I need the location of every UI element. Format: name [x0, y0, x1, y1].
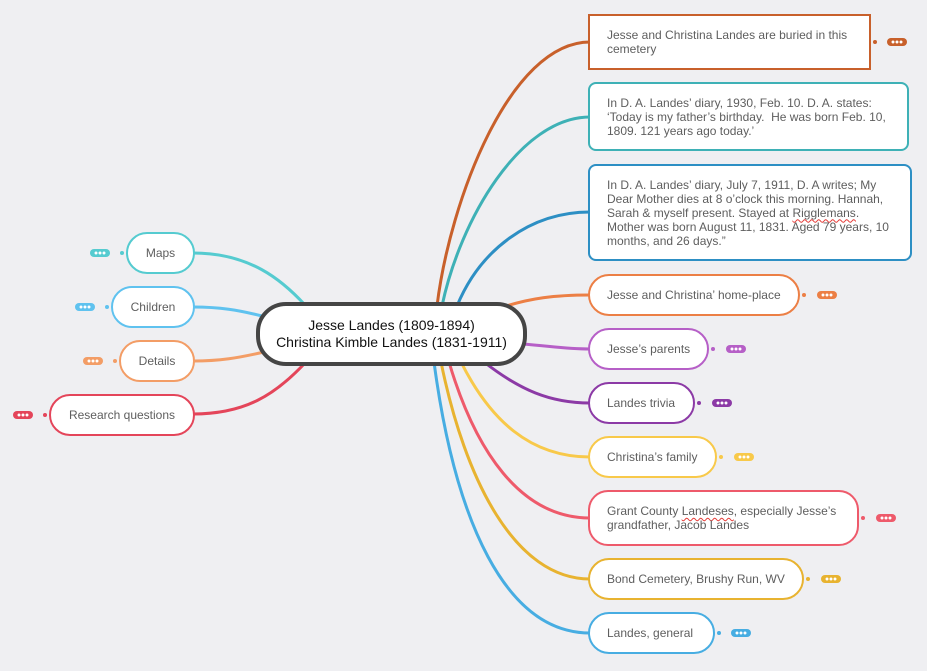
fold-indicator [861, 516, 865, 520]
more-dots-icon[interactable] [876, 514, 896, 522]
fold-indicator [802, 293, 806, 297]
fold-indicator [697, 401, 701, 405]
topic-home-place[interactable]: Jesse and Christina’ home-place [588, 274, 800, 316]
fold-indicator [105, 305, 109, 309]
topic-christinas-family[interactable]: Christina’s family [588, 436, 717, 478]
topic-landes-trivia[interactable]: Landes trivia [588, 382, 695, 424]
topic-label: In D. A. Landes’ diary, July 7, 1911, D.… [607, 178, 898, 248]
connector-details [191, 350, 266, 363]
more-dots-icon[interactable] [712, 399, 732, 407]
topic-jesses-parents[interactable]: Jesse’s parents [588, 328, 709, 370]
topic-label: Christina’s family [607, 450, 698, 464]
label-text: Grant County [607, 504, 682, 518]
connector-diary-birthday [440, 115, 592, 308]
more-dots-icon[interactable] [734, 453, 754, 461]
connector-diary-mother-death [455, 210, 592, 308]
connector-jesses-parents [520, 342, 592, 351]
connector-landes-general [432, 360, 592, 635]
topic-label: Details [138, 354, 176, 368]
more-dots-icon[interactable] [817, 291, 837, 299]
more-dots-icon[interactable] [13, 411, 33, 419]
more-dots-icon[interactable] [887, 38, 907, 46]
more-dots-icon[interactable] [731, 629, 751, 637]
connector-burial-cemetery [435, 40, 592, 308]
connector-christinas-family [459, 360, 592, 459]
fold-indicator [711, 347, 715, 351]
topic-bond-cemetery[interactable]: Bond Cemetery, Brushy Run, WV [588, 558, 804, 600]
fold-indicator [43, 413, 47, 417]
topic-label: Grant County Landeses, especially Jesse’… [607, 504, 845, 532]
fold-indicator [806, 577, 810, 581]
topic-label: Maps [145, 246, 176, 260]
topic-burial-cemetery[interactable]: Jesse and Christina Landes are buried in… [588, 14, 871, 70]
more-dots-icon[interactable] [83, 357, 103, 365]
more-dots-icon[interactable] [726, 345, 746, 353]
connector-landes-trivia [482, 360, 592, 405]
topic-children[interactable]: Children [111, 286, 195, 328]
central-topic-line-1: Jesse Landes (1809-1894) [308, 317, 475, 333]
label-text: . Mother was born August 11, 1831. Aged … [607, 205, 893, 248]
topic-label: Research questions [68, 408, 176, 422]
connector-children [191, 305, 264, 318]
connector-research-questions [191, 361, 307, 416]
fold-indicator [719, 455, 723, 459]
topic-label: Jesse’s parents [607, 342, 691, 356]
topic-label: Jesse and Christina’ home-place [607, 288, 781, 302]
topic-label: Children [130, 300, 176, 314]
more-dots-icon[interactable] [90, 249, 110, 257]
more-dots-icon[interactable] [75, 303, 95, 311]
topic-landes-general[interactable]: Landes, general [588, 612, 715, 654]
topic-label: Landes, general [607, 626, 694, 640]
topic-label: Bond Cemetery, Brushy Run, WV [607, 572, 785, 586]
topic-details[interactable]: Details [119, 340, 195, 382]
topic-label: Landes trivia [607, 396, 676, 410]
more-dots-icon[interactable] [821, 575, 841, 583]
connector-grant-county-landeses [447, 360, 592, 520]
misspelled-word: Landeses [681, 504, 734, 518]
misspelled-word: Rigglemans [792, 205, 856, 220]
connector-maps [191, 251, 307, 307]
label-text: In D. A. Landes’ diary, July 7, 1911, D.… [607, 177, 887, 220]
central-topic[interactable]: Jesse Landes (1809-1894) Christina Kimbl… [256, 302, 527, 366]
topic-research-questions[interactable]: Research questions [49, 394, 195, 436]
topic-diary-birthday[interactable]: In D. A. Landes’ diary, 1930, Feb. 10. D… [588, 82, 909, 151]
fold-indicator [113, 359, 117, 363]
topic-label: In D. A. Landes’ diary, 1930, Feb. 10. D… [607, 95, 890, 138]
fold-indicator [873, 40, 877, 44]
fold-indicator [717, 631, 721, 635]
connector-bond-cemetery [439, 360, 592, 581]
topic-grant-county-landeses[interactable]: Grant County Landeses, especially Jesse’… [588, 490, 859, 546]
label-text: , especially Jesse’s grandfather, Jacob … [607, 504, 840, 532]
topic-label: Jesse and Christina Landes are buried in… [607, 28, 851, 56]
topic-diary-mother-death[interactable]: In D. A. Landes’ diary, July 7, 1911, D.… [588, 164, 912, 261]
topic-maps[interactable]: Maps [126, 232, 195, 274]
central-topic-line-2: Christina Kimble Landes (1831-1911) [276, 334, 507, 350]
fold-indicator [120, 251, 124, 255]
